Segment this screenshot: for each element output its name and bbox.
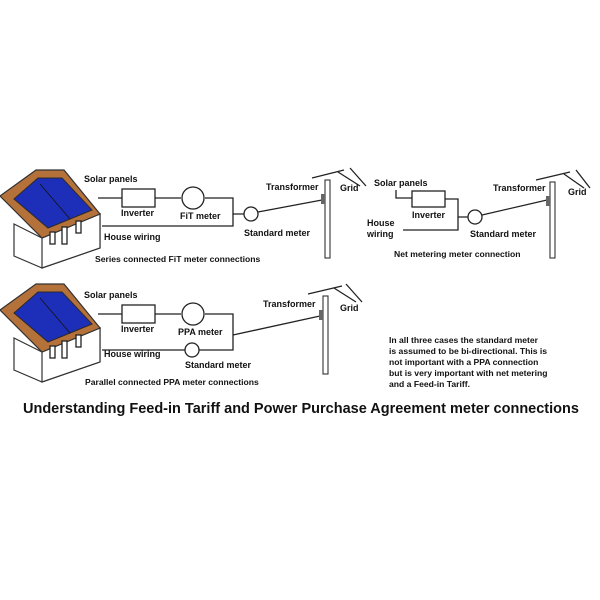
parallel-caption: Parallel connected PPA meter connections <box>85 377 259 387</box>
standard-meter-label-1: Standard meter <box>244 228 311 238</box>
solar-panel-3 <box>13 291 93 343</box>
standard-meter-label-2: Standard meter <box>470 229 537 239</box>
inverter-2 <box>411 190 446 208</box>
house-1 <box>0 169 101 269</box>
solar-panels-label-1: Solar panels <box>84 174 138 184</box>
ppa-meter <box>181 302 205 326</box>
transformer-label-1: Transformer <box>266 182 319 192</box>
bidirectional-note: In all three cases the standard meter is… <box>389 335 548 389</box>
series-fit-diagram: Solar panels Inverter FiT meter House wi… <box>0 167 367 269</box>
diagram-title: Understanding Feed-in Tariff and Power P… <box>23 401 579 417</box>
solar-panels-label-2: Solar panels <box>374 178 428 188</box>
utility-pole-2 <box>535 169 591 259</box>
note-line: In all three cases the standard meter <box>389 335 539 345</box>
note-line: and a Feed-in Tariff. <box>389 379 470 389</box>
note-line: but is very important with net metering <box>389 368 548 378</box>
inverter-label-1: Inverter <box>121 208 155 218</box>
series-caption: Series connected FiT meter connections <box>95 254 260 264</box>
solar-panel-1 <box>13 177 93 229</box>
utility-pole-3 <box>307 283 363 375</box>
house-wiring-label-3: House wiring <box>104 349 161 359</box>
note-line: is assumed to be bi-directional. This is <box>389 346 547 356</box>
house-3 <box>0 283 101 383</box>
house-label-2: House <box>367 218 395 228</box>
utility-pole-1 <box>311 167 367 259</box>
wiring-label-2: wiring <box>366 229 394 239</box>
grid-label-1: Grid <box>340 183 359 193</box>
standard-meter-3 <box>184 342 200 358</box>
inverter-1 <box>121 188 156 208</box>
inverter-3 <box>121 304 156 324</box>
fit-meter <box>181 186 205 210</box>
solar-panels-label-3: Solar panels <box>84 290 138 300</box>
standard-meter-label-3: Standard meter <box>185 360 252 370</box>
inverter-label-3: Inverter <box>121 324 155 334</box>
note-line: not important with a PPA connection <box>389 357 538 367</box>
ppa-meter-label: PPA meter <box>178 327 223 337</box>
house-wiring-label-1: House wiring <box>104 232 161 242</box>
grid-label-3: Grid <box>340 303 359 313</box>
parallel-ppa-diagram: Solar panels Inverter PPA meter House wi… <box>0 283 363 387</box>
fit-meter-label: FiT meter <box>180 211 221 221</box>
net-metering-diagram: Solar panels Inverter House wiring Stand… <box>366 169 591 259</box>
net-caption: Net metering meter connection <box>394 249 521 259</box>
standard-meter-1 <box>243 206 259 222</box>
standard-meter-2 <box>467 209 483 225</box>
transformer-label-3: Transformer <box>263 299 316 309</box>
transformer-label-2: Transformer <box>493 183 546 193</box>
inverter-label-2: Inverter <box>412 210 446 220</box>
grid-label-2: Grid <box>568 187 587 197</box>
